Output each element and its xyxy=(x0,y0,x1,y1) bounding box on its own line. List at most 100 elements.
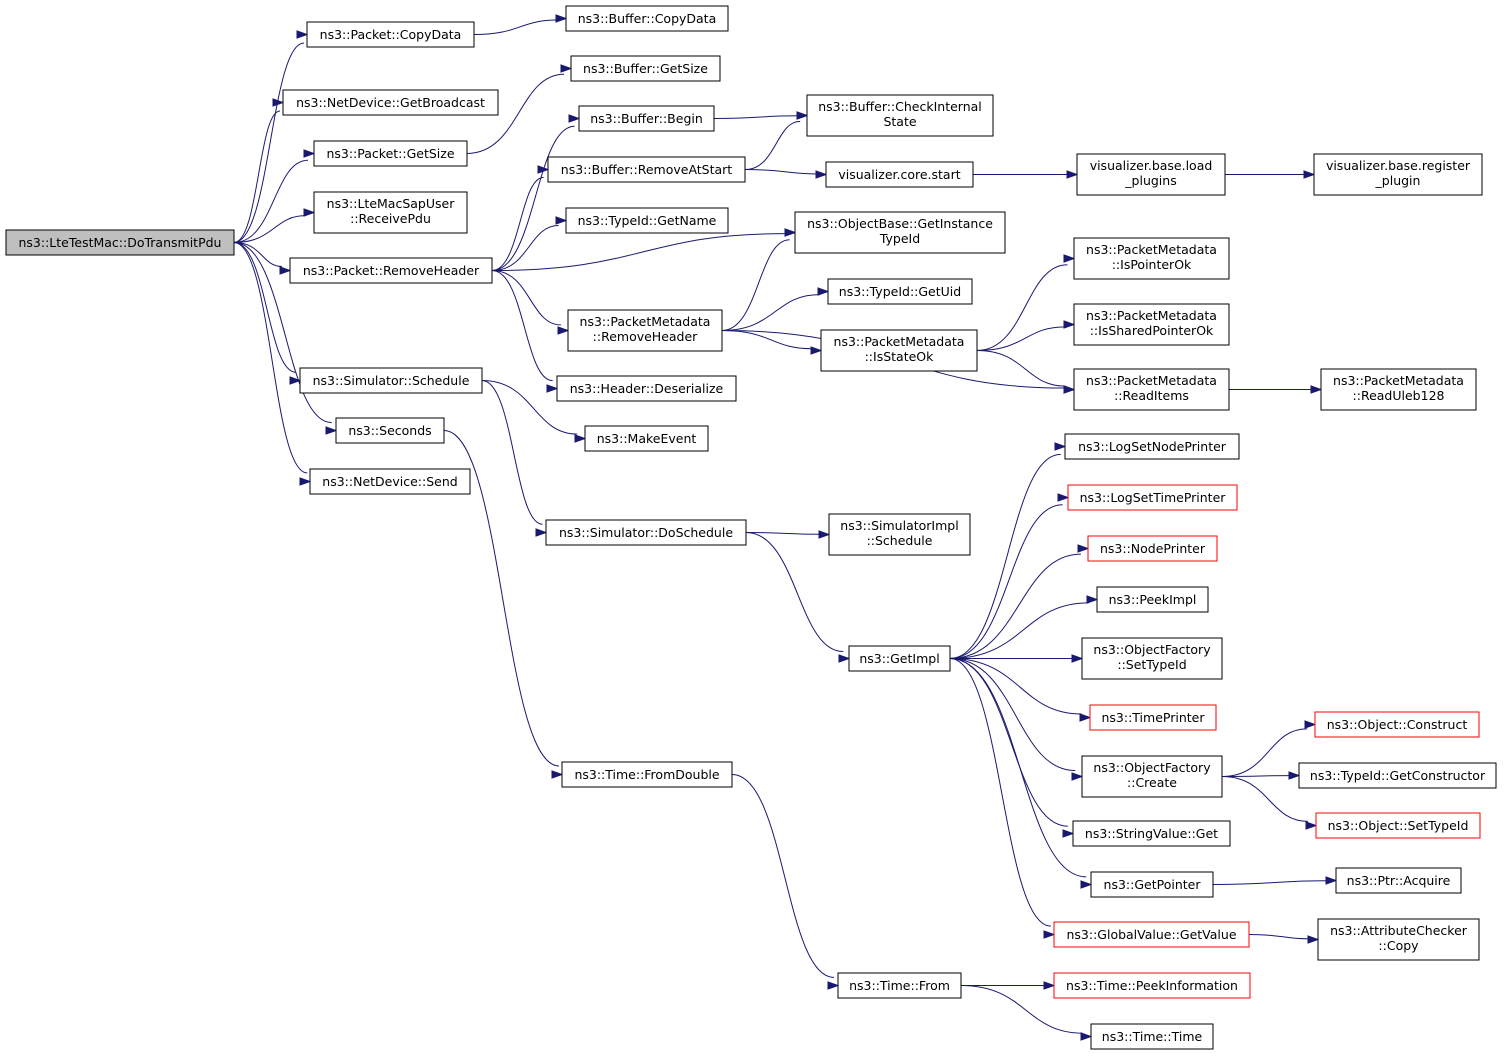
node-timeprinter[interactable]: ns3::TimePrinter xyxy=(1089,704,1217,731)
node-buffer-copydata[interactable]: ns3::Buffer::CopyData xyxy=(565,5,729,32)
node-logsettimeprinter[interactable]: ns3::LogSetTimePrinter xyxy=(1067,484,1238,511)
node-packet-removeheader[interactable]: ns3::Packet::RemoveHeader xyxy=(289,257,493,284)
node-box[interactable] xyxy=(1317,918,1480,961)
node-box[interactable] xyxy=(837,972,962,999)
node-box[interactable] xyxy=(820,329,978,372)
node-box[interactable] xyxy=(306,21,475,48)
node-packet-getsize[interactable]: ns3::Packet::GetSize xyxy=(313,140,468,167)
node-pm-ispointerok[interactable]: ns3::PacketMetadata::IsPointerOk xyxy=(1073,237,1230,280)
node-typeid-getuid[interactable]: ns3::TypeId::GetUid xyxy=(827,278,973,305)
node-box[interactable] xyxy=(1087,535,1218,562)
node-netdevice-getbroadcast[interactable]: ns3::NetDevice::GetBroadcast xyxy=(282,89,499,116)
node-seconds[interactable]: ns3::Seconds xyxy=(335,417,445,444)
node-box[interactable] xyxy=(1053,972,1251,999)
node-object-settypeid[interactable]: ns3::Object::SetTypeId xyxy=(1315,812,1481,839)
node-box[interactable] xyxy=(1073,303,1230,346)
node-objectfactory-settypeid[interactable]: ns3::ObjectFactory::SetTypeId xyxy=(1081,637,1223,680)
node-box[interactable] xyxy=(1096,586,1209,613)
node-viz-core-start[interactable]: visualizer.core.start xyxy=(825,161,974,188)
node-time-time[interactable]: ns3::Time::Time xyxy=(1090,1023,1214,1050)
node-box[interactable] xyxy=(5,229,235,256)
node-typeid-getname[interactable]: ns3::TypeId::GetName xyxy=(565,207,729,234)
node-pm-issharedpointerok[interactable]: ns3::PacketMetadata::IsSharedPointerOk xyxy=(1073,303,1230,346)
node-box[interactable] xyxy=(1320,368,1477,411)
node-viz-base-load-plugins[interactable]: visualizer.base.load_plugins xyxy=(1076,153,1226,196)
node-box[interactable] xyxy=(545,519,747,546)
node-objectfactory-create[interactable]: ns3::ObjectFactory::Create xyxy=(1081,755,1223,798)
node-viz-base-register-plugin[interactable]: visualizer.base.register_plugin xyxy=(1313,153,1483,196)
node-pm-readuleb128[interactable]: ns3::PacketMetadata::ReadUleb128 xyxy=(1320,368,1477,411)
node-buffer-getsize[interactable]: ns3::Buffer::GetSize xyxy=(570,55,721,82)
node-pm-isstateok[interactable]: ns3::PacketMetadata::IsStateOk xyxy=(820,329,978,372)
node-simulatorimpl-schedule[interactable]: ns3::SimulatorImpl::Schedule xyxy=(828,513,971,556)
node-box[interactable] xyxy=(828,513,971,556)
node-buffer-removeatstart[interactable]: ns3::Buffer::RemoveAtStart xyxy=(547,156,746,183)
node-buffer-begin[interactable]: ns3::Buffer::Begin xyxy=(578,105,715,132)
node-globalvalue-getvalue[interactable]: ns3::GlobalValue::GetValue xyxy=(1053,921,1250,948)
node-box[interactable] xyxy=(806,94,994,137)
node-box[interactable] xyxy=(1053,921,1250,948)
node-time-from[interactable]: ns3::Time::From xyxy=(837,972,962,999)
node-box[interactable] xyxy=(578,105,715,132)
node-box[interactable] xyxy=(1089,704,1217,731)
node-box[interactable] xyxy=(1314,711,1480,738)
node-getimpl[interactable]: ns3::GetImpl xyxy=(848,645,951,672)
node-box[interactable] xyxy=(1298,762,1497,789)
node-time-fromdouble[interactable]: ns3::Time::FromDouble xyxy=(561,761,733,788)
node-box[interactable] xyxy=(848,645,951,672)
node-simulator-doschedule[interactable]: ns3::Simulator::DoSchedule xyxy=(545,519,747,546)
node-ltemacsapuser-receivepdu[interactable]: ns3::LteMacSapUser::ReceivePdu xyxy=(313,191,468,234)
node-makeevent[interactable]: ns3::MakeEvent xyxy=(584,425,709,452)
node-ptr-acquire[interactable]: ns3::Ptr::Acquire xyxy=(1335,867,1462,894)
node-box[interactable] xyxy=(1081,637,1223,680)
node-box[interactable] xyxy=(1067,484,1238,511)
node-box[interactable] xyxy=(309,468,471,495)
node-attributechecker-copy[interactable]: ns3::AttributeChecker::Copy xyxy=(1317,918,1480,961)
node-box[interactable] xyxy=(565,207,729,234)
node-root[interactable]: ns3::LteTestMac::DoTransmitPdu xyxy=(5,229,235,256)
node-box[interactable] xyxy=(1313,153,1483,196)
node-box[interactable] xyxy=(565,5,729,32)
node-box[interactable] xyxy=(1090,871,1214,898)
node-box[interactable] xyxy=(1073,368,1230,411)
node-box[interactable] xyxy=(1064,433,1240,460)
node-box[interactable] xyxy=(1081,755,1223,798)
node-nodeprinter[interactable]: ns3::NodePrinter xyxy=(1087,535,1218,562)
node-box[interactable] xyxy=(825,161,974,188)
node-time-peekinformation[interactable]: ns3::Time::PeekInformation xyxy=(1053,972,1251,999)
node-netdevice-send[interactable]: ns3::NetDevice::Send xyxy=(309,468,471,495)
node-box[interactable] xyxy=(556,375,737,402)
node-pm-removeheader[interactable]: ns3::PacketMetadata::RemoveHeader xyxy=(567,309,723,352)
node-box[interactable] xyxy=(299,367,483,394)
node-packet-copydata[interactable]: ns3::Packet::CopyData xyxy=(306,21,475,48)
node-box[interactable] xyxy=(313,140,468,167)
node-header-deserialize[interactable]: ns3::Header::Deserialize xyxy=(556,375,737,402)
node-box[interactable] xyxy=(335,417,445,444)
node-box[interactable] xyxy=(567,309,723,352)
node-box[interactable] xyxy=(313,191,468,234)
node-box[interactable] xyxy=(547,156,746,183)
node-box[interactable] xyxy=(289,257,493,284)
node-object-construct[interactable]: ns3::Object::Construct xyxy=(1314,711,1480,738)
node-box[interactable] xyxy=(584,425,709,452)
node-box[interactable] xyxy=(282,89,499,116)
node-box[interactable] xyxy=(570,55,721,82)
node-stringvalue-get[interactable]: ns3::StringValue::Get xyxy=(1072,820,1231,847)
node-getpointer[interactable]: ns3::GetPointer xyxy=(1090,871,1214,898)
node-box[interactable] xyxy=(827,278,973,305)
node-pm-readitems[interactable]: ns3::PacketMetadata::ReadItems xyxy=(1073,368,1230,411)
node-logsetnodeprinter[interactable]: ns3::LogSetNodePrinter xyxy=(1064,433,1240,460)
node-box[interactable] xyxy=(1076,153,1226,196)
node-box[interactable] xyxy=(1090,1023,1214,1050)
node-box[interactable] xyxy=(1315,812,1481,839)
node-box[interactable] xyxy=(1072,820,1231,847)
node-box[interactable] xyxy=(1335,867,1462,894)
node-box[interactable] xyxy=(561,761,733,788)
node-simulator-schedule[interactable]: ns3::Simulator::Schedule xyxy=(299,367,483,394)
node-peekimpl[interactable]: ns3::PeekImpl xyxy=(1096,586,1209,613)
node-box[interactable] xyxy=(794,211,1006,254)
node-box[interactable] xyxy=(1073,237,1230,280)
node-typeid-getconstructor[interactable]: ns3::TypeId::GetConstructor xyxy=(1298,762,1497,789)
